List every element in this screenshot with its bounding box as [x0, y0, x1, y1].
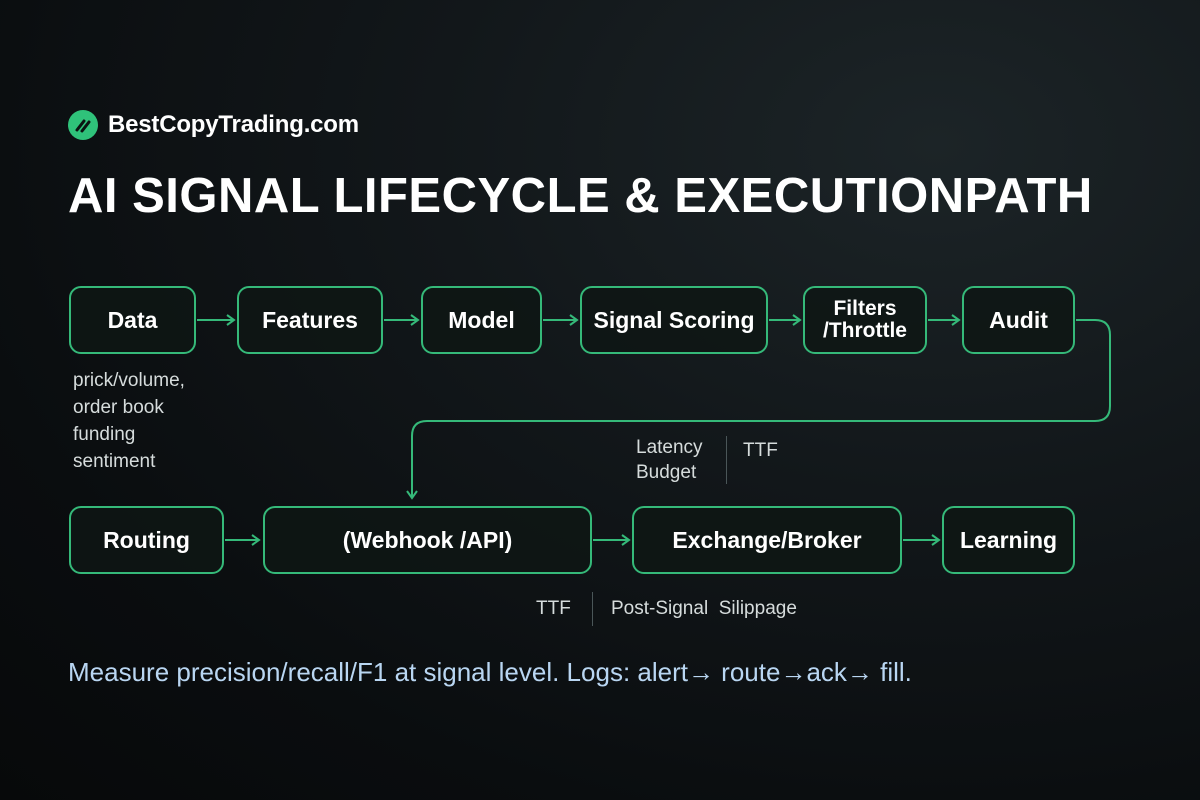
- node-data: Data: [69, 286, 196, 354]
- node-signal-scoring: Signal Scoring: [580, 286, 768, 354]
- node-audit: Audit: [962, 286, 1075, 354]
- brand: BestCopyTrading.com: [68, 110, 359, 140]
- node-model: Model: [421, 286, 542, 354]
- node-webhook-api: (Webhook /API): [263, 506, 592, 574]
- ttf-label-upper: TTF: [743, 440, 778, 461]
- latency-budget-label: Latency Budget: [636, 437, 703, 483]
- data-note: prick/volume,: [73, 370, 185, 391]
- node-routing: Routing: [69, 506, 224, 574]
- post-signal-slippage-label: Post-Signal Silippage: [611, 598, 797, 619]
- data-note: sentiment: [73, 451, 156, 472]
- connector-audit-webhook: [406, 319, 1111, 500]
- metric-separator: [726, 436, 727, 484]
- node-filters-throttle: Filters /Throttle: [803, 286, 927, 354]
- striped-circle-logo-icon: [68, 110, 98, 140]
- node-features: Features: [237, 286, 383, 354]
- node-exchange-broker: Exchange/Broker: [632, 506, 902, 574]
- metric-separator: [592, 592, 593, 626]
- data-note: order book: [73, 397, 164, 418]
- footer-caption: Measure precision/recall/F1 at signal le…: [68, 657, 912, 687]
- data-note: funding: [73, 424, 136, 445]
- data-source-notes: prick/volume, order book funding sentime…: [73, 368, 185, 476]
- node-learning: Learning: [942, 506, 1075, 574]
- ttf-label-lower: TTF: [536, 598, 571, 619]
- page-title: AI SIGNAL LIFECYCLE & EXECUTIONPATH: [68, 169, 1093, 223]
- brand-name: BestCopyTrading.com: [108, 111, 359, 138]
